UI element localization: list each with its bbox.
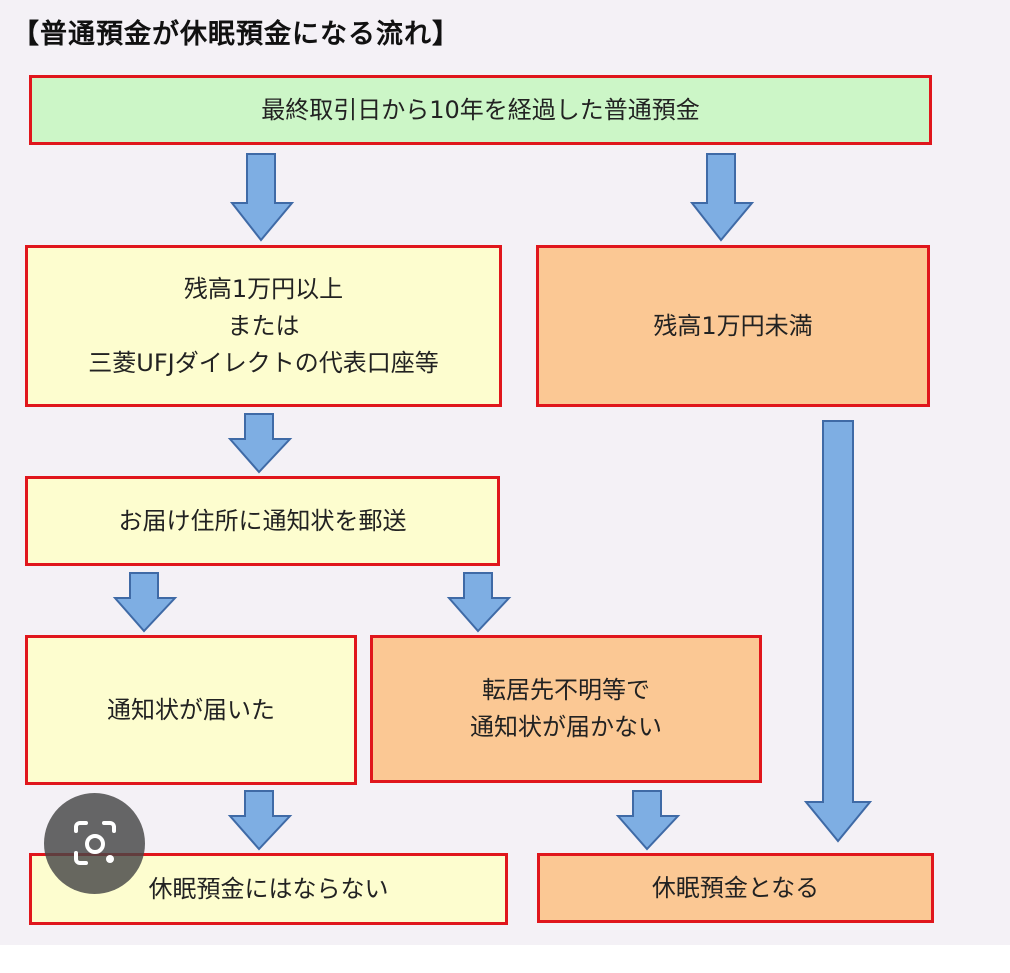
balance-high-line-3: 三菱UFJダイレクトの代表口座等 [88,348,439,377]
notice-mailed-box: お届け住所に通知状を郵送 [25,476,500,566]
arrow-down-to-notice-received [112,572,178,633]
balance-high-box: 残高1万円以上 または 三菱UFJダイレクトの代表口座等 [25,245,502,407]
balance-low-box: 残高1万円未満 [536,245,930,407]
arrow-down-to-notice-mailed [227,413,293,474]
notice-not-received-line-1: 転居先不明等で [482,676,650,704]
arrow-down-to-dormant [615,790,681,851]
notice-mailed-label: お届け住所に通知状を郵送 [118,506,407,535]
dormant-box: 休眠預金となる [537,853,934,923]
lens-camera-glyph [73,820,116,865]
arrow-down-to-balance-low [689,153,755,242]
arrow-long-down-to-dormant [803,420,873,843]
not-dormant-label: 休眠預金にはならない [148,874,389,903]
start-label: 最終取引日から10年を経過した普通預金 [261,95,700,124]
arrow-down-to-balance-high [229,153,295,242]
notice-not-received-line-2: 通知状が届かない [470,713,662,741]
diagram-title: 【普通預金が休眠預金になる流れ】 [12,19,460,50]
notice-received-box: 通知状が届いた [25,635,357,785]
start-box: 最終取引日から10年を経過した普通預金 [29,75,932,145]
google-lens-icon[interactable] [44,793,145,894]
notice-not-received-box: 転居先不明等で 通知状が届かない [370,635,762,783]
balance-high-line-2: または [227,311,300,340]
diagram-canvas: 【普通預金が休眠預金になる流れ】 最終取引日から10年を経過した普通預金 残高1… [0,0,1010,945]
balance-low-label: 残高1万円未満 [653,311,813,340]
arrow-down-to-not-dormant [227,790,293,851]
notice-received-label: 通知状が届いた [107,695,275,724]
arrow-down-to-notice-not-received [446,572,512,633]
balance-high-line-1: 残高1万円以上 [183,274,344,303]
dormant-label: 休眠預金となる [651,873,820,902]
